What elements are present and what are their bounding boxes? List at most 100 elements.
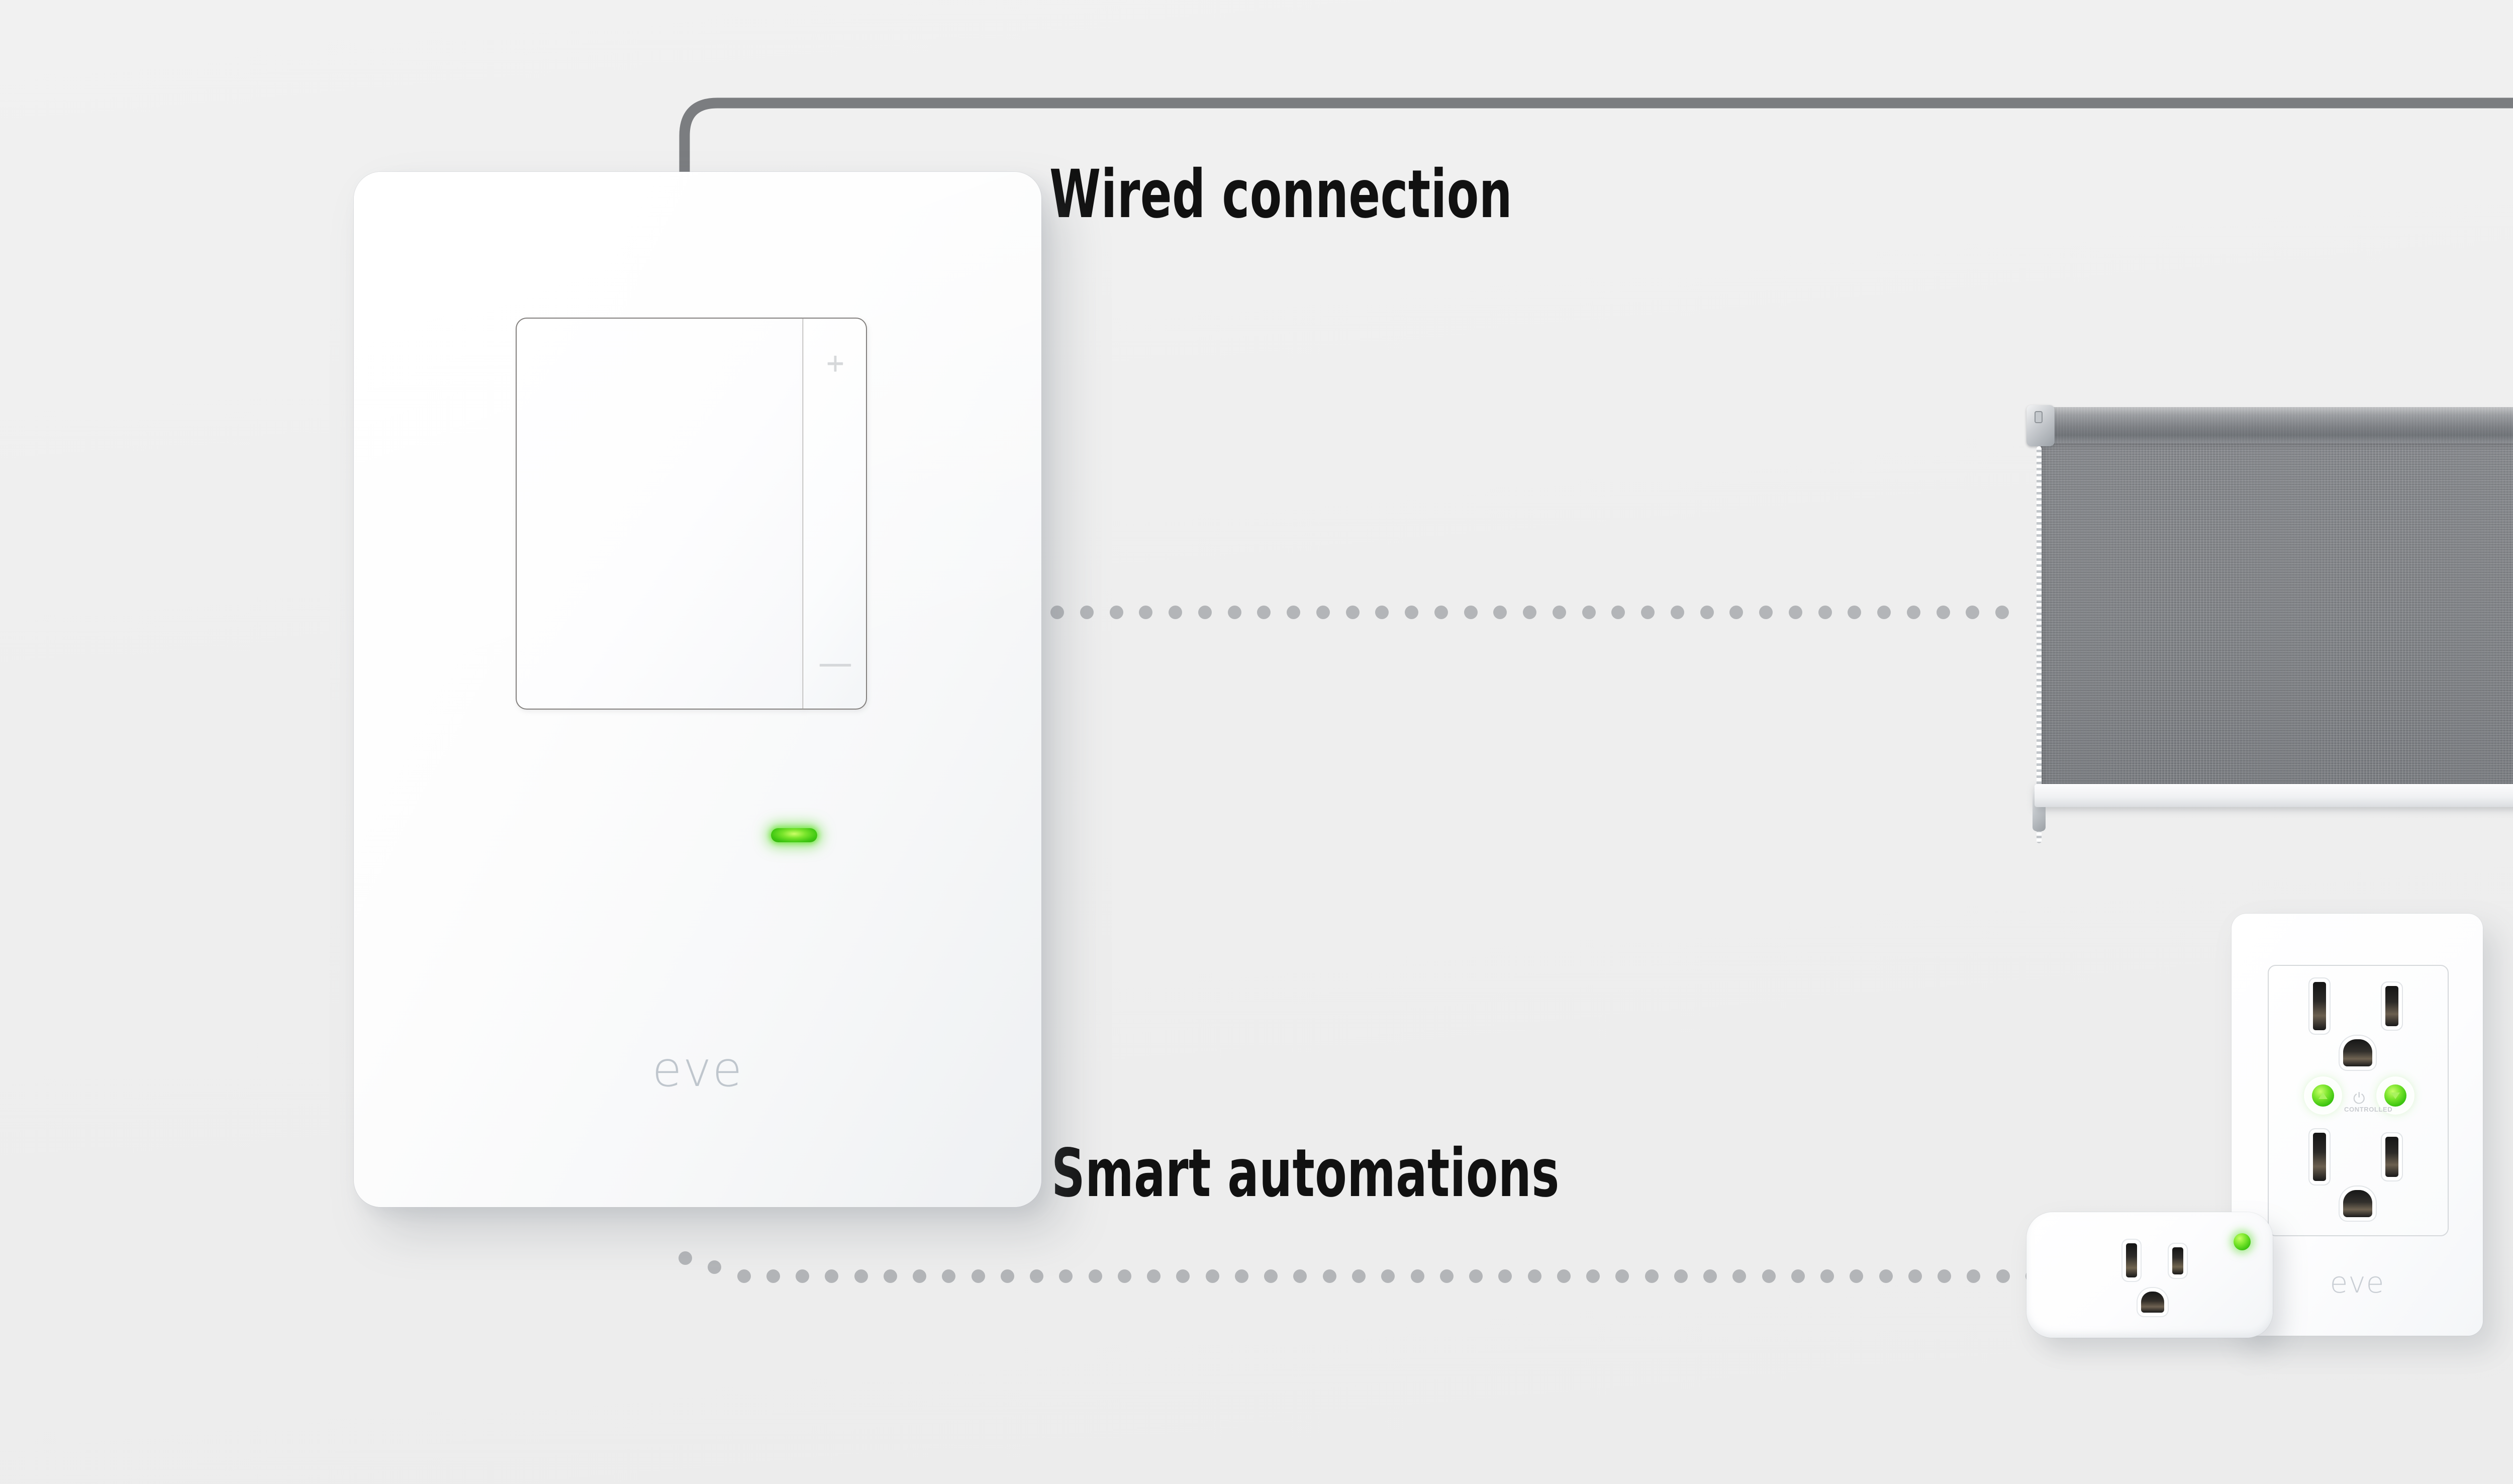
switch-rocker-button[interactable] bbox=[516, 318, 817, 842]
connection-dot bbox=[1080, 606, 1094, 619]
connection-dot bbox=[1352, 1269, 1366, 1283]
connection-dot bbox=[1176, 1269, 1190, 1283]
connection-dot bbox=[1088, 1269, 1102, 1283]
connection-dot bbox=[1322, 1269, 1336, 1283]
connection-dot bbox=[796, 1269, 810, 1283]
plug-blade-neutral bbox=[2126, 1243, 2137, 1277]
outlet-receptacle-top[interactable] bbox=[2269, 975, 2450, 1075]
connection-dot bbox=[1147, 1269, 1161, 1283]
connection-dot bbox=[1879, 1269, 1893, 1283]
connection-dot bbox=[1469, 1269, 1483, 1283]
connection-dot bbox=[1000, 1269, 1014, 1283]
connection-dot bbox=[1582, 606, 1596, 619]
connection-dot bbox=[854, 1269, 868, 1283]
connection-dot bbox=[1434, 606, 1448, 619]
connection-dot bbox=[1381, 1269, 1395, 1283]
connection-dot bbox=[1996, 1269, 2010, 1283]
connection-dot bbox=[1139, 606, 1153, 619]
outlet-blade-hot bbox=[2385, 986, 2398, 1026]
dotted-line-to-blind bbox=[1050, 606, 2009, 621]
connection-dot bbox=[1405, 606, 1418, 619]
plug-status-led bbox=[2234, 1233, 2251, 1250]
dimmer-increase-icon[interactable]: + bbox=[826, 347, 845, 381]
connection-dot bbox=[1670, 606, 1684, 619]
connection-dot bbox=[1316, 606, 1330, 619]
connection-dot bbox=[825, 1269, 839, 1283]
switch-dimmer-strip[interactable]: + — bbox=[803, 318, 867, 710]
connection-dot bbox=[1995, 606, 2009, 619]
connection-dot bbox=[1439, 1269, 1454, 1283]
blind-chain[interactable] bbox=[2037, 446, 2042, 843]
triangle-up-icon bbox=[2318, 1092, 2328, 1099]
eve-light-switch[interactable]: + — eve bbox=[354, 172, 1041, 1207]
eve-brand-logo: eve bbox=[652, 1041, 743, 1098]
connection-dot bbox=[1645, 1269, 1659, 1283]
connection-dot bbox=[1641, 606, 1655, 619]
connection-dot bbox=[1700, 606, 1714, 619]
connection-dot bbox=[1936, 606, 1950, 619]
connection-dot bbox=[1293, 1269, 1307, 1283]
connection-dot bbox=[1877, 606, 1891, 619]
connection-dot bbox=[971, 1269, 985, 1283]
connection-dot bbox=[1227, 606, 1241, 619]
outlet-led-up-button[interactable] bbox=[2312, 1084, 2334, 1107]
connection-dot bbox=[1198, 606, 1212, 619]
connection-dot bbox=[766, 1269, 780, 1283]
outlet-led-down-button[interactable] bbox=[2384, 1084, 2406, 1107]
connection-dot bbox=[1791, 1269, 1805, 1283]
connection-dot bbox=[1788, 606, 1802, 619]
blind-roller-tube bbox=[2035, 407, 2513, 443]
connection-dot bbox=[1375, 606, 1389, 619]
connection-dot bbox=[1410, 1269, 1424, 1283]
connection-dot bbox=[1552, 606, 1566, 619]
connection-dot bbox=[1729, 606, 1744, 619]
connection-dot bbox=[1498, 1269, 1512, 1283]
smart-roller-blind[interactable] bbox=[2004, 405, 2513, 843]
outlet-face: ⏻ CONTROLLED bbox=[2268, 965, 2449, 1236]
connection-dot bbox=[1611, 606, 1625, 619]
connection-dot bbox=[1967, 1269, 1981, 1283]
outlet-blade-neutral bbox=[2313, 1133, 2326, 1181]
connection-dot bbox=[1257, 606, 1271, 619]
outlet-ground-pin bbox=[2343, 1190, 2372, 1217]
connection-dot bbox=[1059, 1269, 1073, 1283]
connection-dot bbox=[942, 1269, 956, 1283]
connection-dot bbox=[1703, 1269, 1717, 1283]
outlet-controlled-marking: ⏻ CONTROLLED bbox=[2344, 1091, 2392, 1114]
plug-blade-hot bbox=[2172, 1247, 2183, 1274]
connection-dot bbox=[883, 1269, 897, 1283]
connection-dot bbox=[1759, 606, 1773, 619]
connection-dot bbox=[1848, 606, 1862, 619]
plug-ground-pin bbox=[2141, 1292, 2164, 1313]
connection-dot bbox=[1938, 1269, 1952, 1283]
outlet-blade-neutral bbox=[2313, 982, 2326, 1030]
connection-dot bbox=[1117, 1269, 1131, 1283]
connection-dot bbox=[1557, 1269, 1571, 1283]
blind-bottom-rail bbox=[2035, 784, 2513, 807]
outlet-ground-pin bbox=[2343, 1039, 2372, 1066]
connection-dot bbox=[1169, 606, 1182, 619]
connection-dot bbox=[1527, 1269, 1541, 1283]
connection-dot bbox=[1586, 1269, 1600, 1283]
connection-dot bbox=[1906, 606, 1920, 619]
connection-dot bbox=[1264, 1269, 1278, 1283]
connection-dot bbox=[1493, 606, 1507, 619]
connection-dot bbox=[1345, 606, 1360, 619]
eve-wall-outlet[interactable]: ⏻ CONTROLLED eve bbox=[2232, 914, 2483, 1336]
blind-fabric bbox=[2041, 440, 2513, 787]
connection-dot bbox=[679, 1251, 692, 1265]
power-symbol-icon: ⏻ bbox=[2353, 1091, 2366, 1107]
outlet-receptacle-bottom[interactable] bbox=[2269, 1126, 2450, 1226]
controlled-text: CONTROLLED bbox=[2344, 1106, 2393, 1113]
wired-connection-label: Wired connection bbox=[1049, 156, 1513, 233]
triangle-down-icon bbox=[2391, 1092, 2400, 1099]
smart-automations-label: Smart automations bbox=[1051, 1135, 1560, 1212]
connection-dot bbox=[1732, 1269, 1747, 1283]
dimmer-decrease-icon[interactable]: — bbox=[820, 646, 851, 680]
connection-dot bbox=[708, 1260, 722, 1274]
connection-dot bbox=[1908, 1269, 1922, 1283]
connection-dot bbox=[1464, 606, 1478, 619]
connection-dot bbox=[1966, 606, 1980, 619]
eve-smart-plug[interactable] bbox=[2026, 1212, 2273, 1338]
